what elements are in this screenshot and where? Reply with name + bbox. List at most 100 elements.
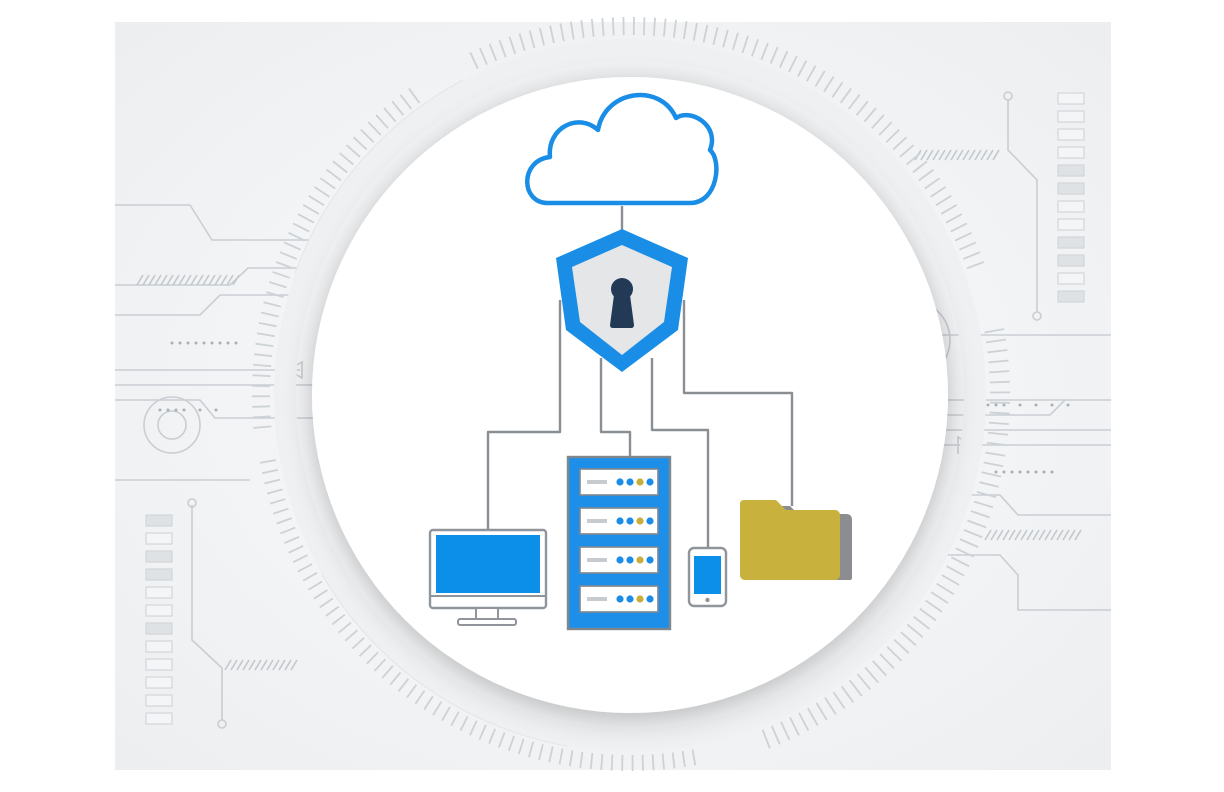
ring-tick — [789, 717, 800, 736]
server-led — [636, 478, 644, 486]
ring-tick — [848, 679, 863, 697]
ring-tick — [641, 754, 645, 771]
halo-ring — [274, 39, 986, 751]
ring-tick — [651, 754, 655, 771]
ring-tick — [352, 136, 368, 151]
ring-tick — [879, 653, 895, 669]
ring-tick — [292, 554, 308, 563]
ring-tick — [366, 651, 379, 665]
ring-tick — [478, 724, 487, 740]
ring-tick — [988, 421, 1009, 426]
server-led — [636, 556, 644, 564]
ring-tick — [906, 152, 921, 166]
ring-tick — [886, 646, 903, 662]
cloud-icon — [525, 92, 719, 206]
shield-lock-icon — [556, 229, 688, 372]
ring-tick — [548, 746, 554, 763]
ring-tick — [283, 241, 301, 251]
server-led — [646, 556, 654, 564]
server-led — [646, 517, 654, 525]
ring-tick — [988, 359, 1009, 364]
ring-tick — [761, 729, 771, 749]
ring-tick — [441, 706, 451, 722]
hatch-right — [914, 149, 1082, 541]
ring-tick — [935, 195, 952, 207]
ring-tick — [375, 114, 389, 129]
ring-tick — [780, 721, 791, 741]
ring-tick — [899, 144, 915, 158]
ring-tick — [319, 177, 336, 190]
ring-tick — [432, 701, 443, 716]
ring-tick — [662, 18, 667, 37]
ring-tick — [661, 753, 665, 770]
ring-tick — [517, 738, 525, 755]
ring-tick — [878, 121, 893, 136]
ring-tick — [252, 374, 271, 378]
ring-tick — [691, 749, 697, 766]
server-led — [636, 517, 644, 525]
ring-tick — [950, 556, 970, 568]
ring-tick — [976, 490, 997, 499]
ring-tick — [672, 19, 677, 38]
ring-tick — [266, 291, 284, 298]
ring-tick — [770, 725, 781, 745]
ring-tick — [568, 750, 574, 767]
ring-tick — [906, 623, 924, 638]
ring-tick — [498, 39, 507, 58]
ring-tick — [611, 17, 615, 36]
ring-tick — [589, 752, 594, 770]
ring-tick — [269, 498, 286, 505]
ring-tick — [807, 707, 819, 726]
dots-right — [978, 403, 1070, 474]
block-column-left — [145, 514, 173, 725]
ring-tick — [263, 301, 282, 308]
ring-tick — [469, 52, 479, 70]
ring-tick — [266, 488, 283, 495]
ring-tick — [955, 547, 975, 558]
ring-tick — [885, 128, 900, 143]
ring-tick — [840, 685, 855, 703]
ring-tick — [681, 751, 686, 768]
ring-tick — [863, 107, 877, 123]
ring-tick — [946, 565, 965, 577]
ring-tick — [488, 43, 498, 62]
connector-lines — [486, 206, 794, 548]
ring-tick — [973, 500, 994, 509]
ring-tick — [254, 353, 273, 358]
server-led — [616, 478, 624, 486]
ring-tick — [308, 195, 325, 207]
ring-tick — [981, 471, 1002, 478]
server-led — [626, 556, 634, 564]
ring-tick — [538, 744, 544, 761]
ring-tick — [280, 526, 296, 535]
ring-tick — [831, 81, 844, 98]
ring-tick — [970, 510, 991, 519]
ring-tick — [600, 753, 604, 770]
ring-tick — [741, 35, 749, 54]
ring-tick — [900, 631, 917, 646]
ring-tick — [682, 21, 688, 40]
ring-tick — [459, 715, 469, 732]
ring-tick — [872, 660, 887, 677]
ring-tick — [824, 697, 837, 715]
server-unit — [579, 546, 659, 574]
server-unit — [579, 507, 659, 535]
ring-tick — [940, 204, 958, 215]
ring-tick — [507, 735, 515, 752]
server-unit — [579, 585, 659, 613]
ring-tick — [269, 281, 287, 289]
ring-tick — [373, 658, 387, 672]
smartphone-icon — [687, 546, 728, 608]
ring-tick — [984, 328, 1005, 334]
ring-tick — [383, 107, 397, 123]
ring-tick — [671, 752, 676, 769]
ring-tick — [769, 46, 779, 64]
server-led — [626, 595, 634, 603]
ring-tick — [692, 22, 698, 41]
ring-tick — [987, 431, 1009, 436]
server-led — [636, 595, 644, 603]
ring-tick — [913, 615, 930, 630]
ring-tick — [264, 478, 281, 485]
ring-tick — [590, 18, 595, 37]
ring-tick — [864, 666, 879, 684]
